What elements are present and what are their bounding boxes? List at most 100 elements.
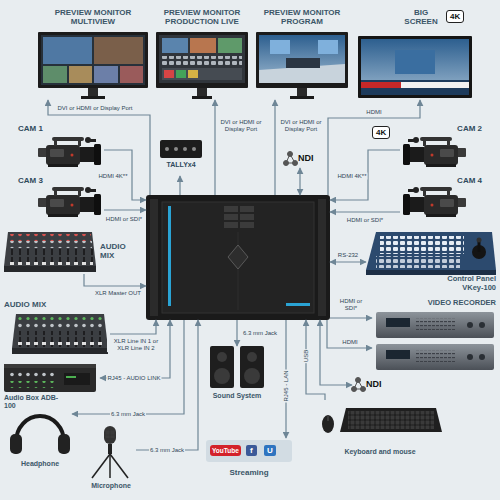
program-monitor (256, 32, 348, 99)
cable-connector (328, 100, 420, 195)
cable-label: HDMI or SDI* (105, 216, 143, 223)
camera-node: CAM 4 (400, 176, 482, 220)
platform-logo: YouTube (210, 445, 241, 456)
device-label: Microphone (86, 482, 136, 490)
ndi-node: NDI (284, 150, 322, 168)
streaming-panel (206, 440, 292, 462)
device-label: TALLYx4 (160, 161, 202, 169)
headphone-node: Headphone (8, 404, 72, 472)
keyboard-and-mouse (322, 408, 442, 433)
video-recorder-node: VIDEO RECORDER (372, 298, 496, 372)
cable-connector (100, 320, 170, 378)
camera-node: CAM 2 (400, 124, 482, 170)
device-label: PREVIEW MONITOR PRODUCTION LIVE (154, 8, 250, 26)
audio-mixer-node: AUDIO MIX (4, 230, 132, 274)
cable-connector (327, 320, 372, 348)
cable-label: HDMI (341, 339, 358, 346)
cable-connector (104, 209, 146, 210)
cable-connector (214, 100, 215, 195)
resolution-badge: 4K (446, 10, 464, 23)
monitor-node: PREVIEW MONITOR PROGRAM (254, 8, 350, 100)
control-panel-node: Control Panel VKey-100 (366, 230, 496, 292)
device-label: Audio Box ADB-100 (4, 394, 64, 410)
resolution-badge: 4K (372, 126, 390, 139)
production-monitor (156, 32, 248, 99)
ndi-node: NDI (352, 376, 396, 394)
device-label: Streaming (206, 468, 292, 477)
device-label: Keyboard and mouse (318, 448, 442, 456)
cable-connector (110, 320, 156, 334)
device-label: CAM 3 (18, 176, 58, 185)
device-label: AUDIO MIX (4, 300, 64, 309)
cable-label: DVI or HDMI or Display Port (219, 119, 263, 133)
cable-label: DVI or HDMI or Display Port (56, 105, 133, 112)
cable-connector (330, 317, 372, 318)
device-label: VIDEO RECORDER (392, 299, 496, 308)
device-label: PREVIEW MONITOR PROGRAM (254, 8, 350, 26)
cable-connector (274, 100, 275, 195)
audio-mixer (4, 232, 108, 354)
device-label: Headphone (8, 460, 72, 468)
cable-connector (330, 261, 366, 262)
cable-label: RJ45 - AUDIO LINK (106, 375, 161, 382)
audio-box (4, 364, 96, 392)
cable-label: 6.3 mm Jack (110, 411, 146, 418)
cable-label: RJ45 - LAN (283, 369, 290, 402)
cable-label: DVI or HDMI or Display Port (279, 119, 323, 133)
cable-label: 6.3 mm Jack (242, 330, 278, 337)
platform-logo: U (264, 445, 276, 456)
big-screen (358, 36, 472, 98)
cable-label: HDMI (365, 109, 382, 116)
monitor-node: PREVIEW MONITOR PRODUCTION LIVE (154, 8, 250, 100)
tally-box (160, 140, 202, 158)
cable-connector (84, 274, 146, 286)
audio-mixer-node: AUDIO MIX (4, 300, 110, 356)
cable-label: XLR Master OUT (94, 290, 142, 297)
microphone (92, 426, 128, 478)
control-panel (366, 232, 496, 275)
video-recorder (376, 312, 494, 370)
device-label: PREVIEW MONITOR MULTIVIEW (34, 8, 152, 26)
cable-label: RS-232 (337, 252, 359, 259)
device-label: BIG SCREEN (400, 8, 442, 26)
cable-label: 6.3 mm Jack (149, 447, 185, 454)
cable-connector (330, 150, 400, 200)
device-label: Control Panel VKey-100 (428, 275, 496, 292)
microphone-node: Microphone (86, 426, 136, 494)
device-label: Sound System (208, 392, 266, 400)
cable-connector (72, 320, 184, 414)
audio-box-node: Audio Box ADB-100 (4, 364, 100, 412)
cable-connector (299, 168, 300, 195)
production-unit (146, 195, 330, 320)
production-unit-node (146, 195, 330, 320)
device-label: CAM 1 (18, 124, 58, 133)
sound-system-node: Sound System (208, 346, 266, 402)
tally-box: TALLYx4 (160, 140, 202, 176)
monitor-node: PREVIEW MONITOR MULTIVIEW (34, 8, 152, 100)
cable-label: HDMI or SDI* (334, 298, 368, 312)
cable-connector (236, 320, 237, 346)
cable-connector (320, 320, 352, 385)
multiview-monitor (38, 32, 148, 99)
cable-label: XLR Line IN 1 or XLR Line IN 2 (107, 338, 165, 352)
device-label: NDI (298, 153, 322, 163)
keyboard-node: Keyboard and mouse (318, 400, 442, 462)
cable-label: HDMI 4K** (336, 173, 367, 180)
cable-label: HDMI 4K** (97, 173, 128, 180)
headphone (10, 416, 70, 454)
platform-logo: f (246, 445, 257, 456)
cable-connector (48, 100, 150, 195)
cable-label: HDMI or SDI* (346, 217, 384, 224)
cable-connector (330, 211, 400, 212)
device-label: CAM 4 (442, 176, 482, 185)
device-label: AUDIO MIX (100, 242, 132, 260)
device-label: NDI (366, 379, 396, 389)
camera-node: CAM 1 (18, 124, 104, 170)
device-label: CAM 2 (442, 124, 482, 133)
camera-node: CAM 3 (18, 176, 104, 220)
sound-system (210, 346, 264, 388)
cable-label: USB (303, 349, 310, 363)
